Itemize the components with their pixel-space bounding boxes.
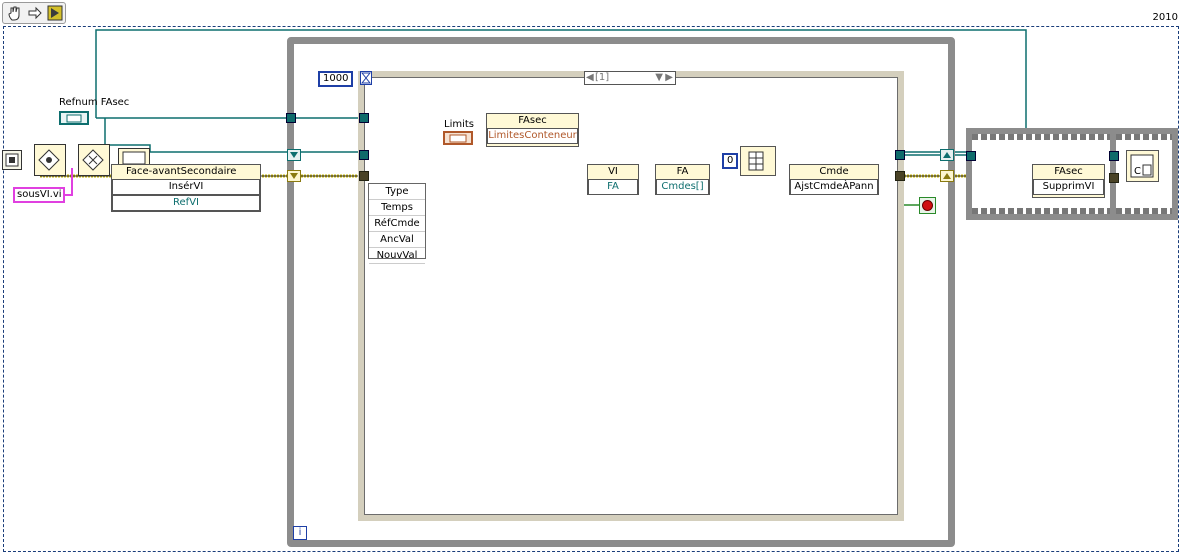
event-tunnel-ref-2[interactable] — [359, 150, 369, 160]
event-tunnel-out-ref[interactable] — [895, 150, 905, 160]
cmde-invoke-node[interactable]: Cmde AjstCmdeÀPann — [789, 164, 879, 195]
limits-constant[interactable] — [443, 131, 473, 145]
event-field-time: Temps — [369, 200, 425, 216]
sequence-tunnel-error[interactable] — [1109, 173, 1119, 183]
shift-register-right-error[interactable] — [940, 170, 954, 182]
fa-node-prop: Cmdes[] — [656, 179, 709, 195]
stop-terminal[interactable] — [919, 197, 936, 214]
index-array-node[interactable] — [740, 146, 776, 176]
event-tunnel-out-error[interactable] — [895, 171, 905, 181]
refnum-label: Refnum FAsec — [59, 97, 130, 108]
event-tunnel-error[interactable] — [359, 171, 369, 181]
fa-node-title: FA — [676, 166, 689, 177]
hourglass-icon — [360, 71, 372, 85]
static-vi-ref-icon[interactable] — [2, 150, 22, 170]
subpanel-node-title: Face-avantSecondaire — [126, 166, 237, 177]
event-case-selector[interactable]: [1] ▼ ▶ ◀ — [584, 71, 676, 85]
fa-property-node[interactable]: FA Cmdes[] — [655, 164, 710, 195]
simple-error-handler-icon[interactable]: C — [1126, 150, 1159, 182]
event-field-oldval: AncVal — [369, 232, 425, 248]
refnum-control[interactable] — [59, 111, 89, 125]
vi-node-prop: FA — [588, 179, 638, 195]
toolbar — [2, 2, 66, 24]
increment-icon[interactable]: ▶ — [665, 72, 673, 83]
iteration-terminal: i — [293, 526, 307, 540]
sequence-tunnel-ref[interactable] — [966, 151, 976, 161]
close-ref-icon[interactable] — [78, 144, 110, 176]
fasec-node-title: FAsec — [518, 115, 547, 126]
vi-property-node[interactable]: VI FA — [587, 164, 639, 195]
hand-icon[interactable] — [6, 4, 24, 22]
run-icon[interactable] — [46, 4, 64, 22]
sequence-tunnel-ref-2[interactable] — [1109, 151, 1119, 161]
case-selector-value: [1] — [595, 72, 610, 83]
limits-label: Limits — [444, 119, 474, 130]
fasec2-node-title: FAsec — [1054, 166, 1083, 177]
fasec-invoke-node[interactable]: FAsec SupprimVI — [1032, 164, 1105, 198]
arrow-icon[interactable] — [26, 4, 44, 22]
chevron-down-icon[interactable]: ▼ — [655, 72, 663, 83]
decrement-icon[interactable]: ◀ — [586, 72, 594, 83]
type-cast-icon[interactable] — [118, 148, 150, 168]
film-strip-top — [972, 134, 1172, 140]
fasec-property-node[interactable]: FAsec LimitesConteneur — [486, 113, 579, 147]
shift-register-left-error[interactable] — [287, 170, 301, 182]
cmde-node-title: Cmde — [819, 166, 849, 177]
timeout-constant[interactable]: 1000 — [318, 71, 354, 87]
index-constant[interactable]: 0 — [722, 153, 739, 169]
event-field-newval: NouvVal — [369, 248, 425, 264]
block-diagram — [3, 26, 1179, 552]
event-field-ctlref: RéfCmde — [369, 216, 425, 232]
subpanel-invoke-node[interactable]: Face-avantSecondaire InsérVI RefVI — [111, 164, 261, 212]
vi-node-title: VI — [608, 166, 618, 177]
fasec-node-prop: LimitesConteneur — [487, 128, 578, 144]
while-loop[interactable] — [287, 37, 955, 547]
shift-register-left-ref[interactable] — [287, 149, 301, 161]
shift-register-right-ref[interactable] — [940, 149, 954, 161]
fasec2-node-method: SupprimVI — [1033, 179, 1104, 195]
event-tunnel-ref[interactable] — [359, 113, 369, 123]
svg-text:C: C — [1134, 166, 1141, 177]
cmde-node-method: AjstCmdeÀPann — [790, 179, 878, 195]
event-data-node[interactable]: Type Temps RéfCmde AncVal NouvVal — [368, 183, 426, 264]
film-strip-bottom — [972, 208, 1172, 214]
version-label: 2010 — [1152, 12, 1178, 23]
loop-tunnel[interactable] — [286, 113, 296, 123]
path-constant[interactable]: sousVI.vi — [13, 187, 65, 203]
event-field-type: Type — [369, 184, 425, 200]
subpanel-node-param: RefVI — [112, 195, 260, 211]
open-vi-ref-icon[interactable] — [34, 144, 66, 176]
subpanel-node-method: InsérVI — [112, 179, 260, 195]
